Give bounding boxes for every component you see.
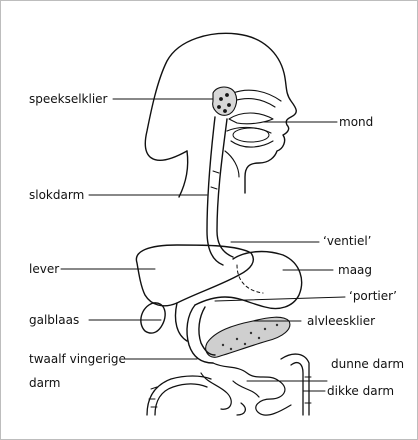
label-lever: lever [29, 262, 59, 276]
gallbladder [141, 303, 165, 333]
label-speekselklier: speekselklier [29, 92, 108, 106]
label-mond: mond [339, 115, 373, 129]
label-galblaas: galblaas [29, 313, 79, 327]
salivary-gland [213, 87, 237, 115]
label-ventiel: ‘ventiel’ [323, 234, 371, 248]
pancreas [206, 317, 290, 357]
label-twaalfvingerige-darm: darm [29, 376, 60, 390]
label-portier: ‘portier’ [349, 289, 397, 303]
label-slokdarm: slokdarm [29, 188, 84, 202]
large-intestine [147, 354, 311, 415]
label-twaalfvingerige: twaalf vingerige [29, 352, 126, 366]
esophagus [207, 117, 233, 265]
duodenum [187, 305, 215, 363]
label-dunne-darm: dunne darm [331, 357, 404, 371]
label-dikke-darm: dikke darm [327, 384, 394, 398]
label-alvleesklier: alvleesklier [307, 314, 375, 328]
label-maag: maag [338, 263, 372, 277]
small-intestine [201, 363, 291, 415]
